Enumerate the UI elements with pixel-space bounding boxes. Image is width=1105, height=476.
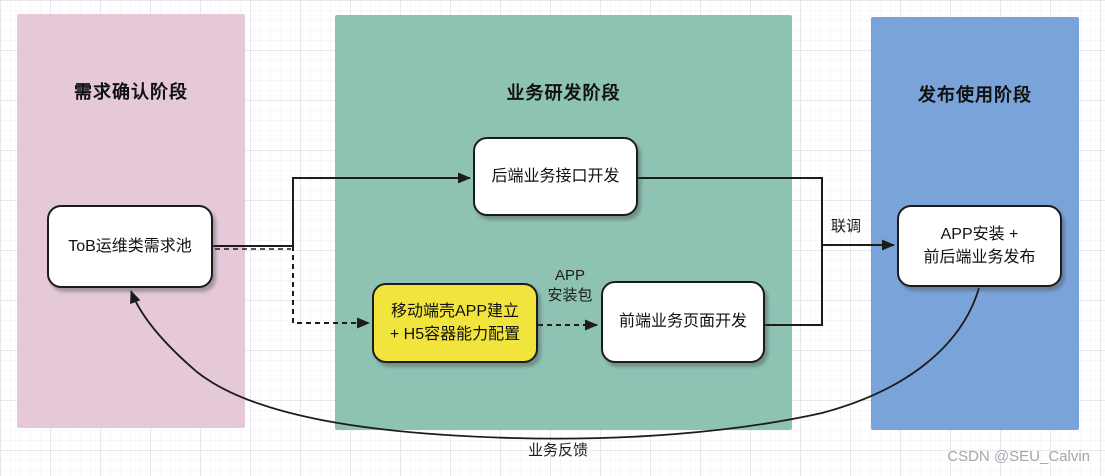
label-app-package: APP 安装包 bbox=[537, 266, 603, 307]
node-backend-dev-label: 后端业务接口开发 bbox=[491, 167, 620, 185]
node-frontend-dev-label: 前端业务页面开发 bbox=[618, 313, 747, 331]
label-joint-debugging: 联调 bbox=[830, 218, 861, 235]
node-shell-app: 移动端壳APP建立 + H5容器能力配置 bbox=[372, 283, 538, 363]
label-app-package-line2: 安装包 bbox=[547, 287, 593, 305]
node-frontend-dev: 前端业务页面开发 bbox=[601, 281, 765, 363]
phase-development-title: 业务研发阶段 bbox=[506, 83, 621, 103]
label-app-package-line1: APP bbox=[554, 267, 585, 284]
node-shell-app-line1: 移动端壳APP建立 bbox=[390, 302, 520, 320]
node-app-release: APP安装 + 前后端业务发布 bbox=[897, 205, 1062, 287]
node-shell-app-line2: + H5容器能力配置 bbox=[389, 326, 521, 343]
label-business-feedback: 业务反馈 bbox=[527, 442, 588, 459]
node-backend-dev: 后端业务接口开发 bbox=[473, 137, 638, 216]
node-tob-pool-label: ToB运维类需求池 bbox=[68, 237, 192, 255]
phase-requirements-title: 需求确认阶段 bbox=[74, 82, 188, 102]
node-app-release-line2: 前后端业务发布 bbox=[923, 249, 1036, 266]
watermark: CSDN @SEU_Calvin bbox=[947, 448, 1090, 465]
node-tob-pool: ToB运维类需求池 bbox=[47, 205, 213, 288]
phase-release-title: 发布使用阶段 bbox=[918, 85, 1032, 105]
phase-development: 业务研发阶段 bbox=[335, 15, 792, 430]
node-app-release-line1: APP安装 + bbox=[940, 225, 1019, 243]
